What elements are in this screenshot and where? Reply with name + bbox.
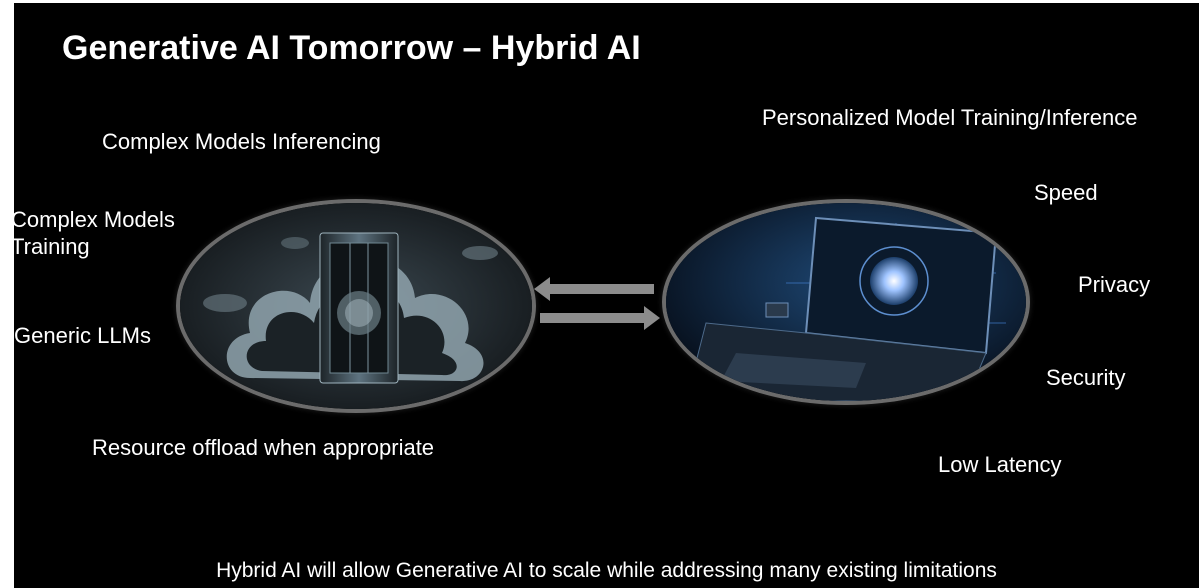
label-complex-models-training-2: Training xyxy=(14,234,90,259)
arrow-left-icon xyxy=(534,277,654,301)
slide-title: Generative AI Tomorrow – Hybrid AI xyxy=(62,29,641,67)
label-security: Security xyxy=(1046,365,1126,390)
label-resource-offload: Resource offload when appropriate xyxy=(92,435,435,460)
label-complex-models-inferencing: Complex Models Inferencing xyxy=(102,129,381,154)
cloud-server-icon xyxy=(180,203,532,409)
cloud-server-image xyxy=(176,199,536,413)
arrow-right-icon xyxy=(540,306,660,330)
footer-caption: Hybrid AI will allow Generative AI to sc… xyxy=(216,559,997,582)
slide: Generative AI Tomorrow – Hybrid AI Compl… xyxy=(14,3,1199,588)
label-privacy: Privacy xyxy=(1078,272,1151,297)
laptop-icon xyxy=(666,203,1026,401)
label-generic-llms: Generic LLMs xyxy=(14,323,151,348)
laptop-image xyxy=(662,199,1030,405)
label-personalized-model: Personalized Model Training/Inference xyxy=(762,105,1138,130)
exchange-arrows xyxy=(534,277,660,330)
label-low-latency: Low Latency xyxy=(938,452,1062,477)
label-complex-models-training-1: Complex Models xyxy=(14,207,175,232)
label-speed: Speed xyxy=(1034,180,1098,205)
